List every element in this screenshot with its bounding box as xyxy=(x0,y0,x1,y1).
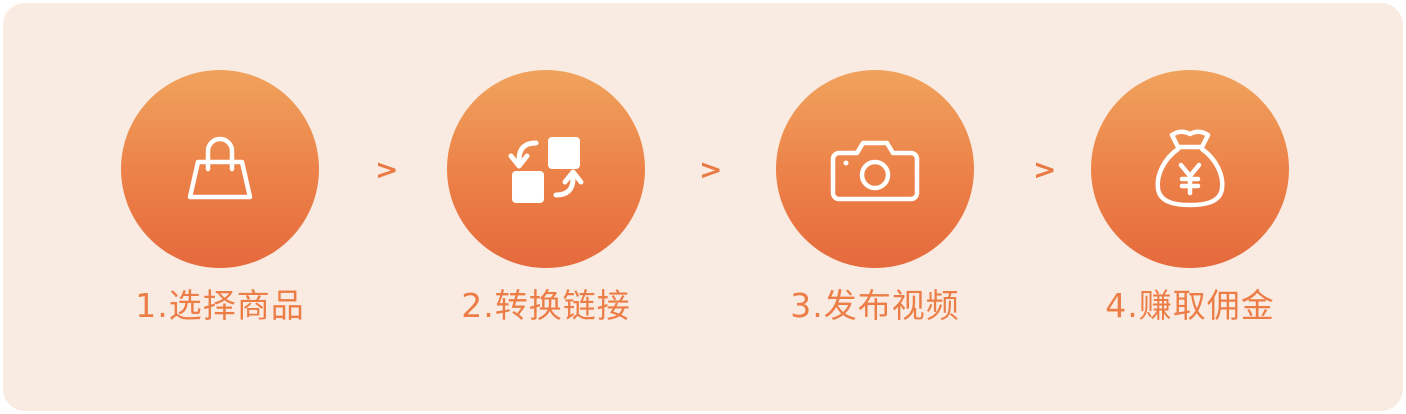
step-convert-link[interactable]: 2.转换链接 xyxy=(426,70,666,326)
shopping-bag-icon xyxy=(180,129,260,209)
convert-link-icon xyxy=(504,127,588,211)
step-3-label: 3.发布视频 xyxy=(790,286,960,325)
step-2-circle[interactable] xyxy=(447,70,645,268)
step-4-label: 4.赚取佣金 xyxy=(1105,286,1275,325)
money-bag-icon xyxy=(1148,125,1232,213)
step-earn-commission[interactable]: 4.赚取佣金 xyxy=(1070,70,1310,326)
step-select-product[interactable]: 1.选择商品 xyxy=(100,70,340,326)
step-arrow-3: > xyxy=(1033,153,1057,186)
step-publish-video[interactable]: 3.发布视频 xyxy=(755,70,995,326)
camera-icon xyxy=(829,129,921,209)
step-4-circle[interactable] xyxy=(1091,70,1289,268)
step-3-circle[interactable] xyxy=(776,70,974,268)
step-1-circle[interactable] xyxy=(121,70,319,268)
step-2-label: 2.转换链接 xyxy=(461,286,631,325)
process-panel: 1.选择商品 > 2.转换链接 > xyxy=(3,3,1403,411)
step-arrow-1: > xyxy=(375,153,399,186)
step-1-label: 1.选择商品 xyxy=(135,286,305,325)
step-arrow-2: > xyxy=(699,153,723,186)
